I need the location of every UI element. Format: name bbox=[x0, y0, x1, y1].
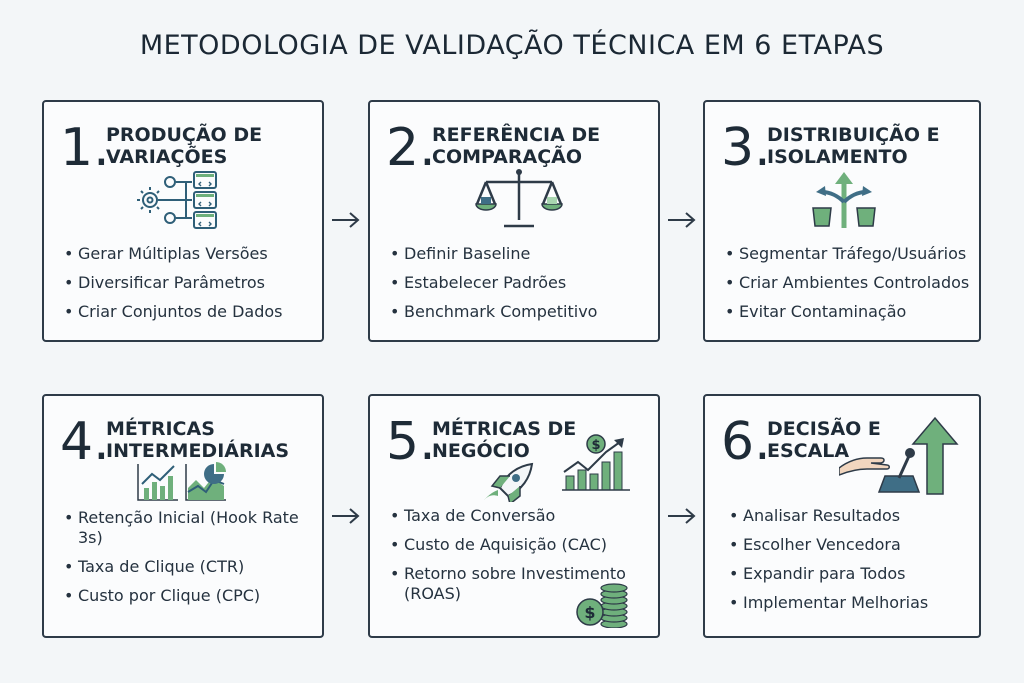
step-number: 4. bbox=[60, 412, 110, 472]
step-items: Analisar Resultados Escolher Vencedora E… bbox=[729, 506, 928, 622]
list-item: Estabelecer Padrões bbox=[390, 273, 597, 293]
list-item: Criar Ambientes Controlados bbox=[725, 273, 969, 293]
step-card-3: 3. DISTRIBUIÇÃO E ISOLAMENTO Segmentar T… bbox=[703, 100, 981, 342]
step-number: 2. bbox=[386, 118, 436, 178]
list-item: Gerar Múltiplas Versões bbox=[64, 244, 282, 264]
step-heading: REFERÊNCIA DE COMPARAÇÃO bbox=[432, 124, 601, 168]
list-item: Evitar Contaminação bbox=[725, 302, 969, 322]
step-card-6: 6. DECISÃO E ESCALA Analisar Resultados … bbox=[703, 394, 981, 638]
svg-text:$: $ bbox=[584, 603, 595, 622]
split-arrows-icon bbox=[812, 172, 876, 228]
rocket-icon bbox=[484, 462, 534, 502]
list-item: Criar Conjuntos de Dados bbox=[64, 302, 282, 322]
list-item: Analisar Resultados bbox=[729, 506, 928, 526]
list-item: Retorno sobre Investimento (ROAS) bbox=[390, 564, 652, 604]
step-number: 6. bbox=[721, 412, 771, 472]
step-number: 1. bbox=[60, 118, 110, 178]
page-title: METODOLOGIA DE VALIDAÇÃO TÉCNICA EM 6 ET… bbox=[139, 30, 885, 61]
list-item: Expandir para Todos bbox=[729, 564, 928, 584]
coins-stack-icon: $ bbox=[576, 583, 628, 628]
lever-up-arrow-icon bbox=[839, 416, 959, 495]
list-item: Implementar Melhorias bbox=[729, 593, 928, 613]
step-items: Taxa de Conversão Custo de Aquisição (CA… bbox=[390, 506, 652, 613]
step-card-2: 2. REFERÊNCIA DE COMPARAÇÃO Definir Base… bbox=[368, 100, 660, 342]
list-item: Custo por Clique (CPC) bbox=[64, 586, 304, 606]
step-heading: DISTRIBUIÇÃO E ISOLAMENTO bbox=[767, 124, 940, 168]
list-item: Escolher Vencedora bbox=[729, 535, 928, 555]
list-item: Taxa de Conversão bbox=[390, 506, 652, 526]
growth-chart-icon: $ bbox=[562, 434, 630, 491]
step-heading: MÉTRICAS DE NEGÓCIO bbox=[432, 418, 577, 462]
list-item: Diversificar Parâmetros bbox=[64, 273, 282, 293]
arrow-2-to-3-icon bbox=[668, 212, 696, 228]
gears-code-icon bbox=[137, 171, 217, 229]
list-item: Retenção Inicial (Hook Rate 3s) bbox=[64, 508, 304, 548]
list-item: Benchmark Competitivo bbox=[390, 302, 597, 322]
step-items: Segmentar Tráfego/Usuários Criar Ambient… bbox=[725, 244, 969, 331]
list-item: Custo de Aquisição (CAC) bbox=[390, 535, 652, 555]
step-card-5: 5. MÉTRICAS DE NEGÓCIO $ Taxa de Convers… bbox=[368, 394, 660, 638]
step-heading: PRODUÇÃO DE VARIAÇÕES bbox=[106, 124, 263, 168]
arrow-1-to-2-icon bbox=[332, 212, 360, 228]
step-number: 3. bbox=[721, 118, 771, 178]
step-heading: MÉTRICAS INTERMEDIÁRIAS bbox=[106, 418, 290, 462]
step-number: 5. bbox=[386, 412, 436, 472]
step-items: Gerar Múltiplas Versões Diversificar Par… bbox=[64, 244, 282, 331]
list-item: Definir Baseline bbox=[390, 244, 597, 264]
balance-scale-icon bbox=[475, 169, 563, 228]
step-items: Definir Baseline Estabelecer Padrões Ben… bbox=[390, 244, 597, 331]
list-item: Segmentar Tráfego/Usuários bbox=[725, 244, 969, 264]
arrow-4-to-5-icon bbox=[332, 508, 360, 524]
list-item: Taxa de Clique (CTR) bbox=[64, 557, 304, 577]
arrow-5-to-6-icon bbox=[668, 508, 696, 524]
svg-text:$: $ bbox=[591, 438, 600, 453]
charts-icon bbox=[137, 462, 226, 501]
step-heading: DECISÃO E ESCALA bbox=[767, 418, 881, 462]
step-card-4: 4. MÉTRICAS INTERMEDIÁRIAS Retenção Inic… bbox=[42, 394, 324, 638]
step-card-1: 1. PRODUÇÃO DE VARIAÇÕES Gerar Múltiplas… bbox=[42, 100, 324, 342]
step-items: Retenção Inicial (Hook Rate 3s) Taxa de … bbox=[64, 508, 304, 615]
